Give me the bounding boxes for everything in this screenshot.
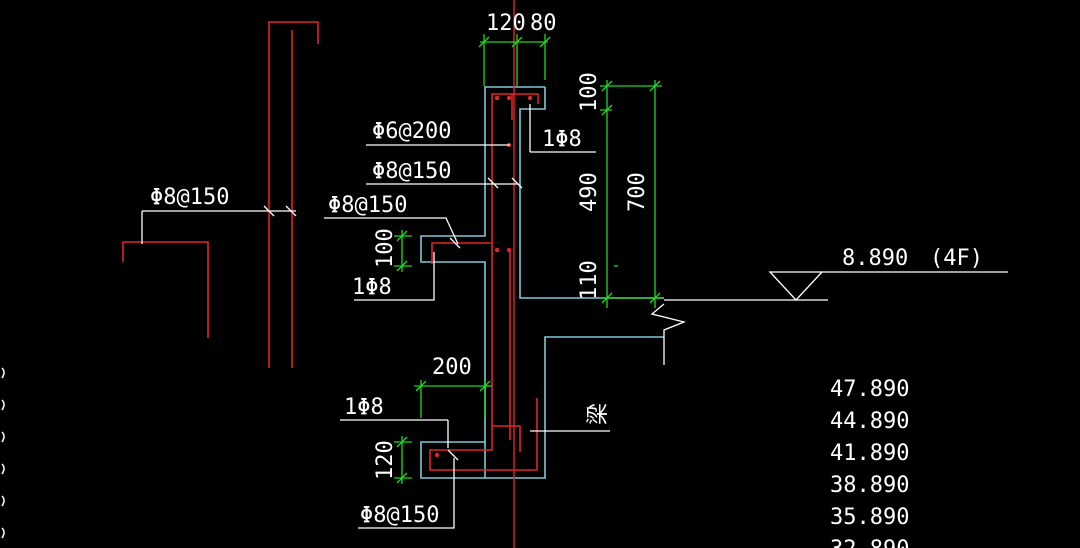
dim-lower-ledge-height: 120 — [373, 440, 398, 480]
elevation-floor: (4F) — [930, 246, 983, 271]
elevation-list-item: 44.890 — [830, 409, 909, 434]
dim-total-height: 700 — [625, 172, 650, 212]
rebar-dots — [434, 95, 533, 458]
elevation-texts: 8.890 (4F) 47.890 44.890 41.890 38.890 3… — [830, 246, 983, 548]
dim-top-height: 100 — [577, 72, 602, 112]
elevation-value: 8.890 — [842, 246, 908, 271]
label-left-ledge: Φ8@150 — [328, 193, 407, 218]
dim-lower-ledge-width: 200 — [432, 355, 472, 380]
concrete-outline — [420, 86, 664, 479]
label-horizontal-top: Φ8@150 — [372, 159, 451, 184]
dim-top-left-width: 120 — [486, 11, 526, 36]
label-top-corner: 1Φ8 — [542, 127, 582, 152]
dimension-lines — [394, 34, 662, 484]
label-bottom: Φ8@150 — [360, 503, 439, 528]
label-beam: 梁 — [586, 403, 611, 425]
dimension-texts: 120 80 100 490 110 700 100 200 120 — [373, 11, 650, 480]
dim-left-ledge-height: 100 — [373, 228, 398, 268]
label-lower-corner: 1Φ8 — [344, 395, 384, 420]
elevation-list-item: 38.890 — [830, 473, 909, 498]
elevation-list-item: 47.890 — [830, 377, 909, 402]
dim-top-right-width: 80 — [530, 11, 557, 36]
rebar-label-texts: Φ6@200 Φ8@150 Φ8@150 Φ8@150 1Φ8 1Φ8 1Φ8 … — [150, 119, 611, 528]
elevation-list-item: 35.890 — [830, 505, 909, 530]
left-edge-text-fragments — [1, 367, 5, 539]
section-rebar-cage — [429, 93, 539, 471]
label-left-corner: 1Φ8 — [352, 275, 392, 300]
leader-lines — [141, 104, 1008, 529]
label-far-left: Φ8@150 — [150, 185, 229, 210]
dim-bottom-height: 110 — [577, 260, 602, 300]
dim-mid-height: 490 — [577, 172, 602, 212]
elevation-list-item: 32.890 — [830, 537, 909, 548]
left-rebar-group — [122, 21, 319, 368]
elevation-list-item: 41.890 — [830, 441, 909, 466]
label-stirrup: Φ6@200 — [372, 119, 451, 144]
